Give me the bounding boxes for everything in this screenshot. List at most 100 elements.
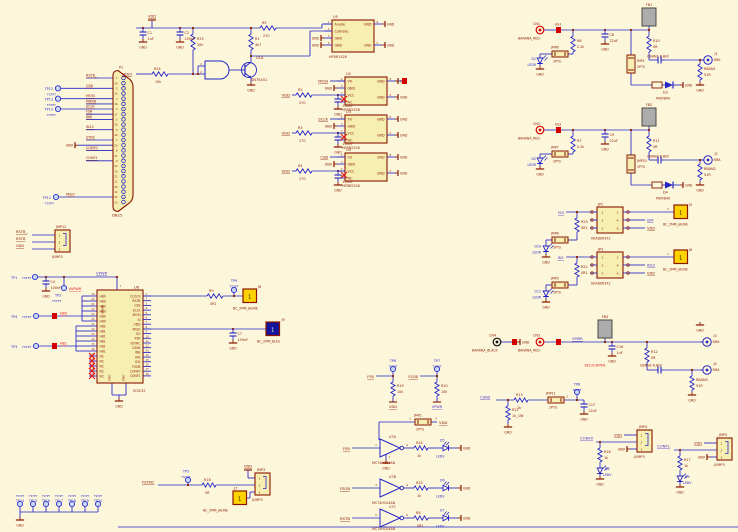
pin-label: NC <box>100 369 104 373</box>
connector-J8 <box>242 288 258 304</box>
ref-label: R17 <box>684 458 691 462</box>
value-label: 0R1 <box>210 302 217 306</box>
pin-pad <box>590 218 594 222</box>
pin-number: 3 <box>116 97 118 101</box>
junction-dot <box>629 28 633 32</box>
gnd-label: GND <box>387 22 395 26</box>
pin-label: VDD <box>134 323 141 327</box>
net-label: IN1 <box>558 255 565 260</box>
ferrite-bead <box>641 7 657 27</box>
part-label: HEADER3X2 <box>591 237 611 241</box>
value-label: 10k <box>397 390 403 394</box>
pin-number: 29 <box>91 372 95 376</box>
pin-number: 2 <box>328 27 330 31</box>
junction-dot <box>571 28 575 32</box>
pin-label: SCLK <box>133 308 142 312</box>
ref-label: P1 <box>119 66 123 70</box>
value-label: JUMP3 <box>51 255 63 259</box>
test-point <box>32 312 40 320</box>
pin-number: 3 <box>341 84 343 88</box>
net-label: TP7 <box>433 359 440 363</box>
test-point <box>81 500 89 508</box>
ref-label: J3 <box>713 334 717 338</box>
net-label: MUR840 <box>656 97 670 101</box>
inverter-bubble <box>399 485 405 491</box>
pin-number: 8 <box>390 77 392 81</box>
ref-label: U7B <box>389 475 397 479</box>
test-point <box>16 500 24 508</box>
pin-number: 12 <box>146 344 150 348</box>
value-label: 2.2k <box>577 45 584 49</box>
ref-label: JMP3 <box>256 468 265 472</box>
ref-label: JMP8 <box>550 232 559 236</box>
pin-label: H81 <box>100 344 106 348</box>
pin-number: 10 <box>146 334 150 338</box>
junction-dot <box>191 72 195 76</box>
jumper-bracket <box>263 476 267 489</box>
pin-number: 13 <box>114 200 118 204</box>
ferrite-bead <box>597 319 613 339</box>
pin-number: 15 <box>91 342 95 346</box>
value-label: LEDV <box>436 455 445 459</box>
value-label: 2PTS <box>549 406 557 410</box>
jumper-bracket <box>645 433 649 446</box>
net-label: H81 <box>60 342 67 346</box>
net-label: FSOB <box>340 486 351 491</box>
banana-connector-CN2 <box>535 125 545 135</box>
and-gate <box>204 60 230 80</box>
value-label: 270 <box>263 34 269 38</box>
resistor-R14 <box>413 444 429 452</box>
net-label: GND <box>122 375 126 381</box>
red-marker <box>556 339 561 345</box>
pin-label: GND <box>377 133 385 137</box>
pin-pad <box>590 210 594 214</box>
ref-label: R3 <box>298 126 303 130</box>
net-label: TSTPT <box>81 494 89 498</box>
resistor-R5 <box>259 25 277 31</box>
pin-number: 6 <box>341 174 343 178</box>
part-label: MC74HC04AN <box>372 461 396 465</box>
jumper-bracket <box>725 441 729 454</box>
ref-label: R20 <box>441 384 448 388</box>
value-label: 2PTS <box>553 160 561 164</box>
ref-label: R13 <box>516 393 523 397</box>
pin-number: 5 <box>390 93 392 97</box>
led-arrow <box>684 475 688 479</box>
gnd-label: GND <box>618 447 626 451</box>
part-label: HFBR2528 <box>342 108 360 112</box>
value-label: 100nF <box>185 37 196 41</box>
pin-label: SO <box>136 332 141 336</box>
resistor-R25 <box>190 33 196 51</box>
ref-label: R19 <box>397 384 404 388</box>
net-label: TP11 <box>42 196 51 200</box>
ref-label: U6 <box>134 286 140 290</box>
gnd-label: GND <box>42 295 50 299</box>
net-label: FB2 <box>646 103 652 107</box>
pin-number: 13 <box>146 348 150 352</box>
pin-number: 9 <box>146 330 148 334</box>
gnd-label: GND <box>463 446 471 450</box>
net-label: 1812CHPKA <box>584 364 606 368</box>
pin-number: 23 <box>91 312 95 316</box>
net-label: TSTPT <box>21 276 31 280</box>
part-label: BANANA_BLACK <box>472 349 498 353</box>
pin-number: 8 <box>116 149 118 153</box>
pin-pad <box>626 218 630 222</box>
pin-number: 2 <box>341 77 343 81</box>
ref-label: R16 <box>604 450 611 454</box>
value-label: 270 <box>299 177 305 181</box>
part-label: HEADER3X2 <box>591 282 611 286</box>
net-label: CBAN2 6.8nF <box>647 155 669 159</box>
net-label: TP1 <box>10 276 17 280</box>
net-label: TP19 <box>80 499 89 503</box>
jumper-JMP7 <box>551 150 569 158</box>
connector-J5 <box>673 204 689 220</box>
pin-number: 18 <box>146 372 150 376</box>
pin-number: 8 <box>377 20 379 24</box>
junction-dot <box>115 275 119 279</box>
pin-number: 7 <box>341 167 343 171</box>
value-label: 270 <box>299 101 305 105</box>
pin-number: 21 <box>91 302 95 306</box>
gnd-label: GND <box>463 486 471 490</box>
